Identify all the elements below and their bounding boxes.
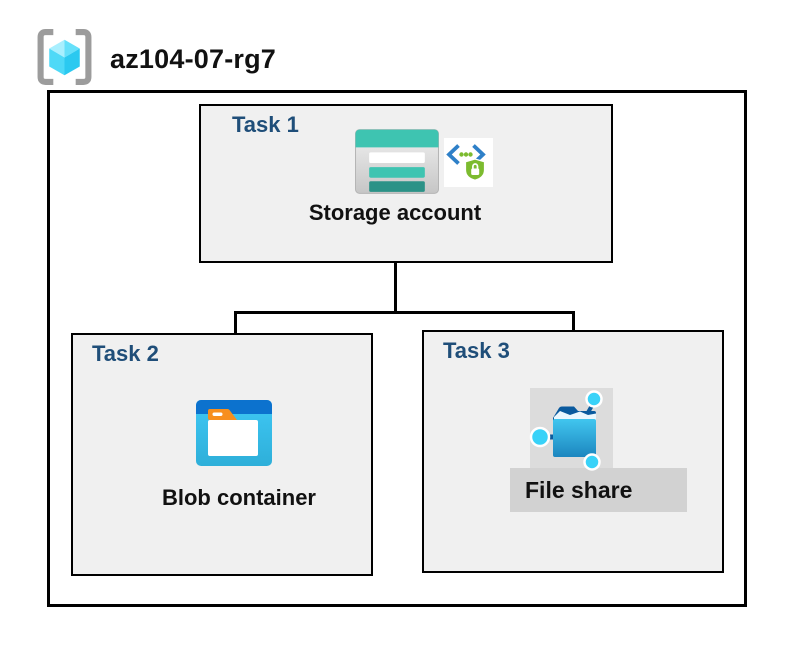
file-share-label-backdrop: File share bbox=[510, 468, 687, 512]
blob-container-icon bbox=[196, 400, 272, 466]
connector-branch-horizontal bbox=[234, 311, 575, 314]
connector-storage-trunk bbox=[394, 231, 397, 312]
task1-label: Task 1 bbox=[232, 112, 299, 137]
sas-shield-icon bbox=[444, 138, 493, 187]
task2-label: Task 2 bbox=[92, 341, 159, 366]
resource-group-title: az104-07-rg7 bbox=[110, 44, 276, 74]
resource-group-icon bbox=[37, 29, 92, 85]
storage-account-label: Storage account bbox=[308, 200, 482, 225]
file-share-icon bbox=[529, 390, 603, 471]
blob-container-label: Blob container bbox=[161, 485, 316, 510]
file-share-icon-backdrop bbox=[529, 388, 613, 471]
task3-box: Task 3 File share bbox=[422, 330, 724, 573]
resource-group-boundary bbox=[47, 90, 747, 607]
storage-account-icon bbox=[355, 129, 439, 194]
task1-box: Task 1 Storage accoun bbox=[199, 104, 613, 263]
task3-label: Task 3 bbox=[443, 338, 510, 363]
file-share-label: File share bbox=[525, 477, 633, 503]
task2-box: Task 2 Blob container bbox=[71, 333, 373, 576]
